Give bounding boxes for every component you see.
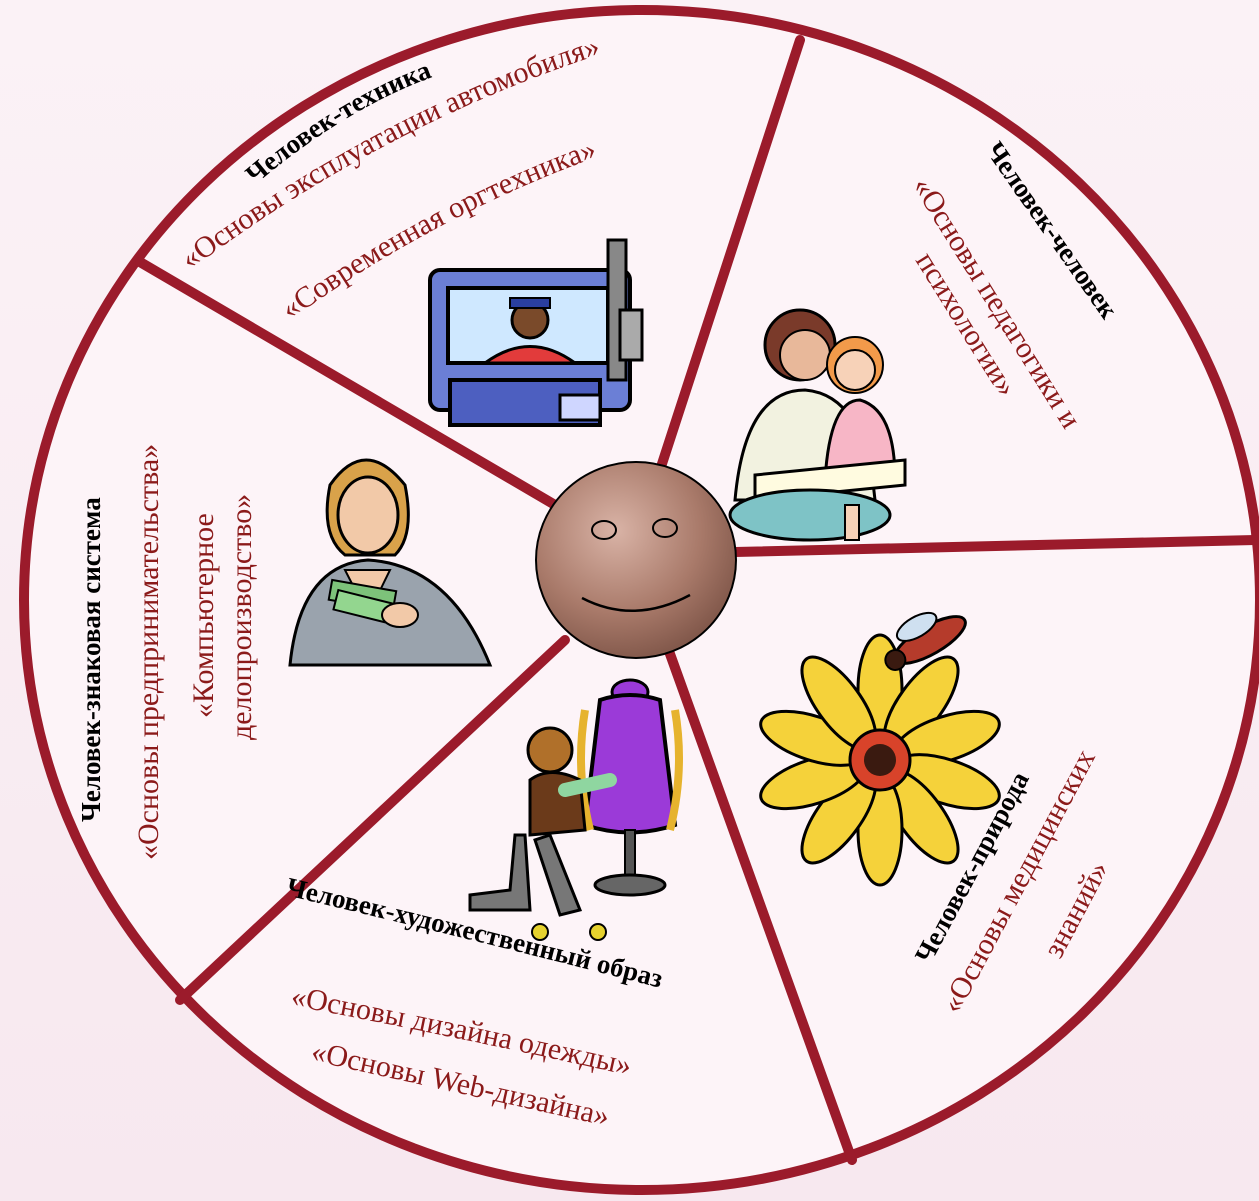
truck-driver-icon: [428, 238, 644, 427]
divider-art-sign: [175, 635, 570, 1005]
divider-tech-sign: [135, 257, 560, 510]
smiley-face-icon: [535, 461, 737, 659]
sector-sign-course-3: делопроизводство»: [225, 494, 258, 740]
divider-human-nature: [730, 535, 1259, 557]
sector-sign-course-1: «Основы предпринимательства»: [132, 444, 165, 860]
divider-tech-human: [655, 35, 805, 475]
sector-nature: Человек-природа «Основы медицинских знан…: [759, 611, 1115, 1018]
businesswoman-money-icon: [288, 458, 493, 667]
flower-bee-icon: [759, 611, 1001, 887]
sector-sign-title: Человек-знаковая система: [76, 497, 106, 822]
sector-dividers: [135, 35, 1259, 1165]
mother-reading-icon: [728, 308, 907, 542]
divider-nature-art: [660, 635, 857, 1165]
dress-maker-icon: [468, 678, 683, 941]
bee-icon: [884, 611, 967, 671]
sector-sign: Человек-знаковая система «Основы предпри…: [76, 444, 493, 860]
sector-sign-course-2: «Компьютерное: [187, 513, 220, 718]
sector-human: Человек-человек «Основы педагогики и пси…: [728, 136, 1124, 542]
